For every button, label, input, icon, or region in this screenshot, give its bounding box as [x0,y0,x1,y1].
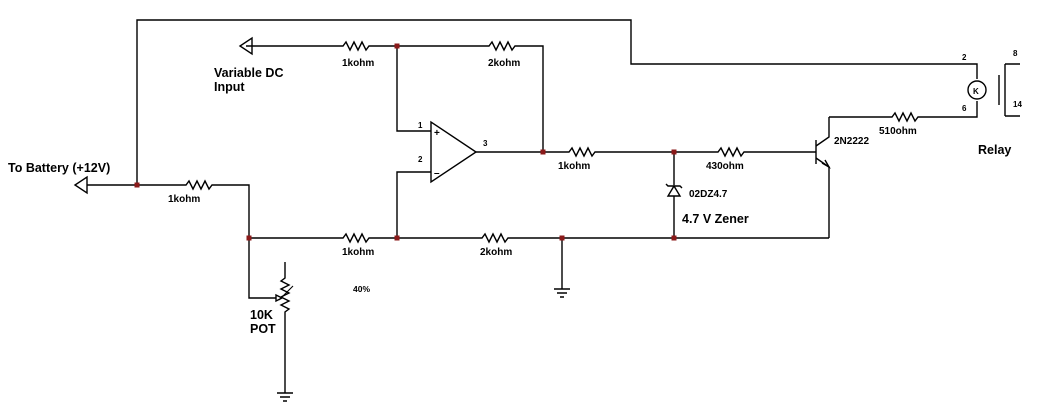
zener-part-label: 02DZ4.7 [689,189,728,200]
wire-opamp-noninverting [396,46,431,132]
resistor-ref-label: 1kohm [342,247,374,258]
op-amp [430,120,478,184]
zener-diode [665,152,683,238]
pot-label-line2: POT [250,322,276,336]
input-label-line1: Variable DC [214,66,283,80]
resistor-out [476,146,816,158]
input-label-line2: Input [214,80,245,94]
resistor-input-label: 1kohm [342,58,374,69]
relay-pin-2: 2 [962,53,967,62]
transistor-2n2222 [815,117,831,238]
relay-pin-8: 8 [1013,49,1018,58]
resistor-ref [249,232,397,244]
relay-pin-14: 14 [1013,100,1022,109]
opamp-plus-sign: + [434,128,440,139]
battery-label: To Battery (+12V) [8,161,110,175]
opamp-minus-sign: – [434,168,440,179]
resistor-relay-label: 510ohm [879,126,917,137]
potentiometer [248,238,294,393]
opamp-pin-2: 2 [418,155,423,164]
resistor-base-label: 430ohm [706,161,744,172]
relay-pin-6: 6 [962,104,967,113]
battery-terminal [73,175,137,195]
relay-coil-letter: K [973,87,979,96]
pot-label-line1: 10K [250,308,273,322]
ground-symbol-main [554,238,570,298]
wire-opamp-inverting [396,171,431,238]
relay [967,63,1020,117]
wire-battery-to-relay [136,19,978,185]
resistor-battery-label: 1kohm [168,194,200,205]
pot-percent: 40% [353,284,370,294]
transistor-label: 2N2222 [834,136,869,147]
resistor-out-label: 1kohm [558,161,590,172]
resistor-ground [397,232,829,244]
opamp-pin-1: 1 [418,121,423,130]
variable-dc-input-terminal [238,36,544,152]
resistor-relay [829,101,978,123]
resistor-ground-label: 2kohm [480,247,512,258]
zener-desc-label: 4.7 V Zener [682,212,749,226]
relay-label: Relay [978,143,1011,157]
ground-symbol-pot [277,392,293,402]
resistor-feedback-label: 2kohm [488,58,520,69]
resistor-battery [137,179,250,238]
opamp-pin-3: 3 [483,139,488,148]
junction-nodes [134,43,677,241]
